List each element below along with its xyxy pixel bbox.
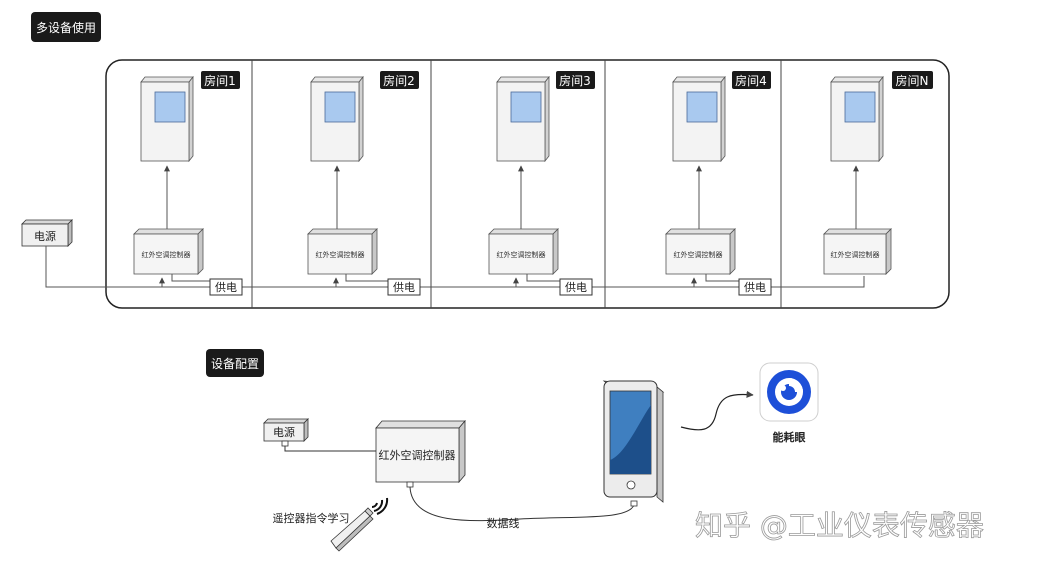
config-tag-text: 设备配置 [211, 357, 259, 371]
room-tag-3: 房间3 [556, 71, 595, 89]
remote-learning-label: 遥控器指令学习 [273, 511, 350, 525]
ac-unit-1 [140, 75, 194, 163]
room-tag-2-label: 房间2 [383, 73, 415, 88]
home-button-icon [626, 480, 636, 490]
remote-control [330, 507, 374, 552]
watermark: 知乎 @工业仪表传感器 [695, 509, 984, 542]
ir-controller-n-label: 红外空调控制器 [831, 250, 880, 259]
ac-unit-n [830, 75, 884, 163]
data-cable [409, 486, 635, 522]
multi-device-tag-text: 多设备使用 [36, 20, 96, 35]
room-tag-2: 房间2 [380, 71, 419, 89]
power-supply-badge-4: 供电 [738, 278, 772, 296]
room-tag-4-label: 房间4 [735, 73, 767, 88]
power-supply-label-1: 供电 [215, 280, 237, 294]
room-tag-n-label: 房间N [896, 73, 929, 88]
power-supply-label-2: 供电 [393, 280, 415, 294]
data-cable-label: 数据线 [487, 516, 520, 530]
ir-controller-4: 红外空调控制器 [665, 228, 736, 275]
ir-controller-1-label: 红外空调控制器 [142, 250, 191, 259]
power-cable-bottom [284, 441, 376, 452]
rooms-container [105, 59, 950, 309]
room-4: 红外空调控制器 供电 房间4 [665, 71, 772, 296]
multi-device-tag: 多设备使用 [31, 12, 101, 42]
ac-unit-4 [672, 75, 726, 163]
ir-controller-3-label: 红外空调控制器 [497, 250, 546, 259]
power-source-bottom: 电源 [263, 418, 309, 442]
phone [602, 380, 665, 503]
power-supply-badge-2: 供电 [387, 278, 421, 296]
ir-controller-n: 红外空调控制器 [823, 228, 892, 275]
power-source-top: 电源 [21, 219, 73, 247]
signal-waves-icon [371, 497, 389, 515]
power-source-bottom-label: 电源 [273, 425, 295, 439]
power-supply-label-4: 供电 [744, 280, 766, 294]
ac-unit-3 [496, 75, 550, 163]
room-2: 红外空调控制器 供电 房间2 [307, 71, 421, 296]
ir-controller-config: 红外空调控制器 [375, 419, 466, 484]
ac-unit-2 [310, 75, 364, 163]
room-1: 红外空调控制器 供电 房间1 [133, 71, 243, 296]
room-dividers [251, 60, 782, 308]
room-tag-1-label: 房间1 [204, 73, 236, 88]
ir-controller-3: 红外空调控制器 [488, 228, 559, 275]
power-line-main [45, 246, 865, 288]
room-tag-4: 房间4 [732, 71, 771, 89]
power-supply-label-3: 供电 [565, 280, 587, 294]
ir-controller-config-label: 红外空调控制器 [379, 448, 456, 462]
power-supply-badge-1: 供电 [209, 278, 243, 296]
room-tag-n: 房间N [892, 71, 933, 89]
app-icon [759, 362, 819, 422]
ir-controller-1: 红外空调控制器 [133, 228, 204, 275]
room-3: 红外空调控制器 供电 房间3 [488, 71, 595, 296]
power-supply-badge-3: 供电 [559, 278, 593, 296]
room-n: 红外空调控制器 房间N [823, 71, 933, 275]
room-tag-1: 房间1 [201, 71, 240, 89]
config-tag: 设备配置 [206, 349, 264, 377]
ir-controller-2-label: 红外空调控制器 [316, 250, 365, 259]
power-source-top-label: 电源 [34, 229, 56, 243]
room-tag-3-label: 房间3 [559, 73, 591, 88]
ir-controller-4-label: 红外空调控制器 [674, 250, 723, 259]
ir-controller-2: 红外空调控制器 [307, 228, 378, 275]
app-arrow [680, 390, 754, 431]
app-name-label: 能耗眼 [773, 430, 806, 444]
